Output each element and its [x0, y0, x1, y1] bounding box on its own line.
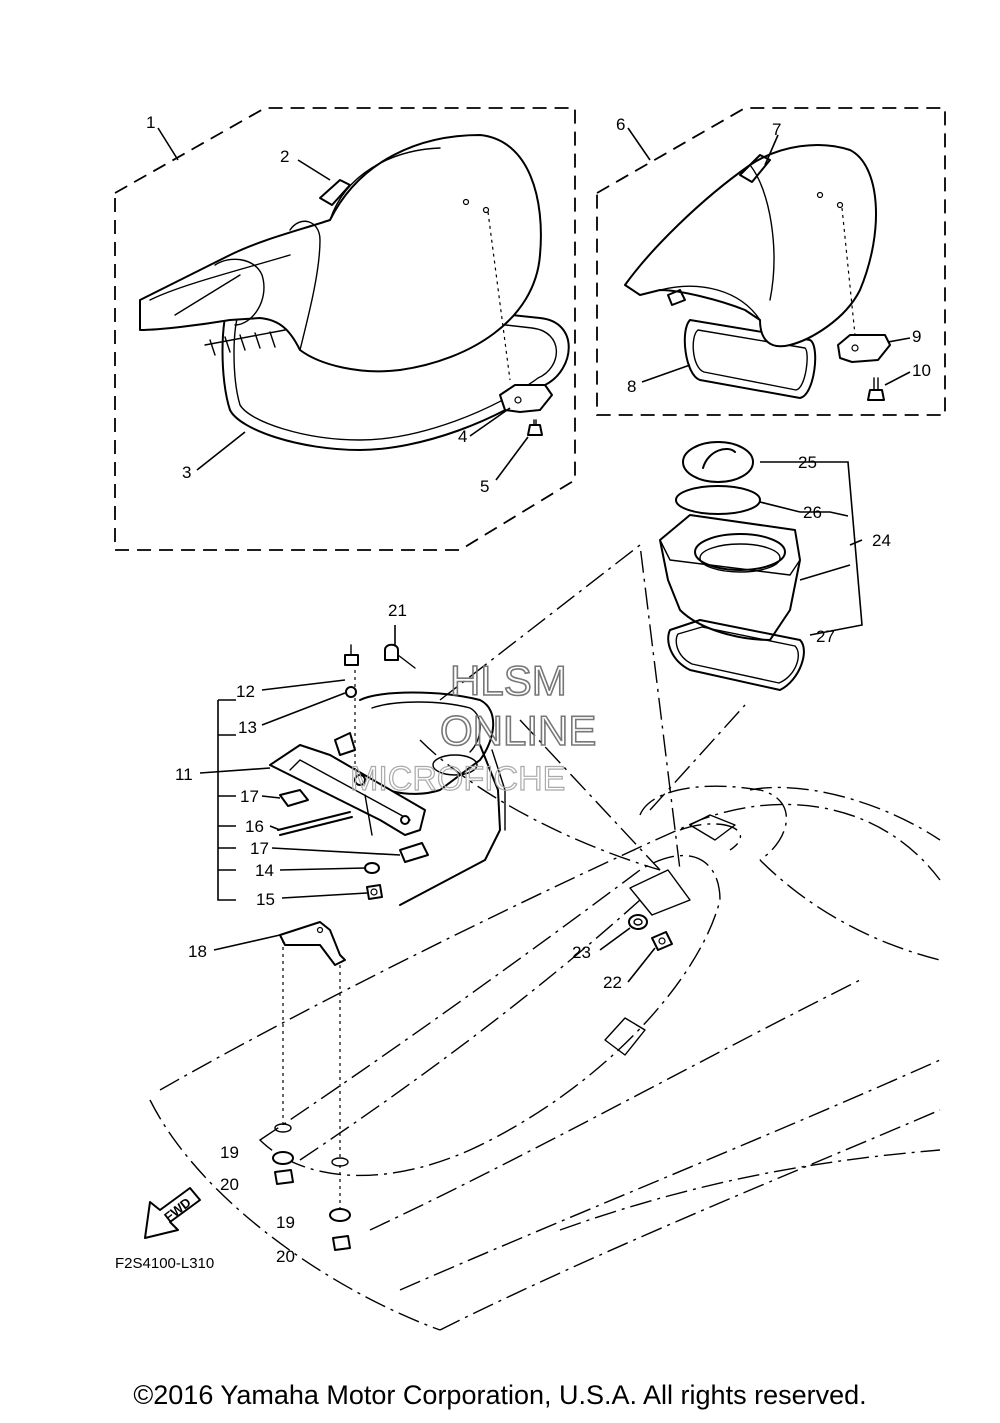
storage-lid — [682, 441, 754, 483]
callout-19b: 19 — [276, 1213, 295, 1232]
callout-22: 22 — [603, 973, 622, 992]
rear-seat-group-boundary — [596, 107, 946, 416]
callout-1: 1 — [146, 113, 155, 132]
callout-16: 16 — [245, 817, 264, 836]
latch-bracket-9 — [837, 334, 891, 363]
hull-fasteners — [628, 914, 673, 951]
callout-11: 11 — [175, 765, 193, 784]
latch-bracket-4 — [499, 384, 553, 413]
callout-21: 21 — [388, 601, 407, 620]
callout-8: 8 — [627, 377, 636, 396]
washer-19a — [272, 1151, 294, 1165]
callout-10: 10 — [912, 361, 931, 380]
callout-18: 18 — [188, 942, 207, 961]
watermark-line-2: ONLINE — [440, 707, 596, 754]
watermark: HLSM ONLINE MICROFICHE — [349, 656, 597, 798]
nut-22 — [651, 931, 673, 951]
shim-17b — [399, 842, 429, 863]
guide-lines — [282, 543, 746, 1210]
washer-14 — [364, 862, 380, 874]
nut-20b — [332, 1235, 351, 1251]
washer-23 — [628, 914, 648, 930]
callout-24: 24 — [872, 531, 891, 550]
callout-4: 4 — [458, 427, 467, 446]
callout-2: 2 — [280, 147, 289, 166]
pin-12 — [344, 654, 359, 666]
callout-5: 5 — [480, 477, 489, 496]
callout-12: 12 — [236, 682, 255, 701]
fwd-arrow: FWD — [144, 1187, 201, 1239]
seat-bracket-11 — [269, 744, 426, 836]
callout-3: 3 — [182, 463, 191, 482]
watermark-line-3: MICROFICHE — [350, 760, 565, 798]
bolt-5 — [527, 424, 543, 436]
storage-box-assembly — [659, 441, 805, 691]
front-seat-assembly — [114, 107, 576, 551]
bolt-21 — [384, 643, 399, 661]
bracket-18 — [279, 921, 346, 966]
copyright-notice: ©2016 Yamaha Motor Corporation, U.S.A. A… — [133, 1380, 867, 1410]
watermark-line-1: HLSM — [450, 657, 567, 704]
seat-bracket-assembly — [269, 643, 506, 906]
callout-6: 6 — [616, 115, 625, 134]
rear-seat-assembly — [596, 107, 946, 416]
nut-15 — [366, 884, 383, 900]
callout-7: 7 — [772, 120, 781, 139]
callout-20b: 20 — [276, 1247, 295, 1266]
storage-gasket — [667, 619, 805, 691]
callout-14: 14 — [255, 861, 274, 880]
rear-seat-cushion — [624, 144, 877, 348]
callout-26: 26 — [803, 503, 822, 522]
callout-19a: 19 — [220, 1143, 239, 1162]
rear-seat-frame — [683, 319, 817, 399]
shim-17a — [279, 789, 309, 807]
nut-20a — [274, 1169, 294, 1185]
diagram-code: F2S4100-L310 — [115, 1255, 214, 1272]
washer-19b — [329, 1208, 351, 1222]
callout-numbers: 1 2 3 4 5 6 7 8 9 10 11 12 13 14 15 16 1… — [146, 113, 931, 1266]
seat-cushion — [139, 134, 542, 373]
callout-15: 15 — [256, 890, 275, 909]
callout-20a: 20 — [220, 1175, 239, 1194]
bolt-10 — [867, 389, 885, 401]
callout-9: 9 — [912, 327, 921, 346]
callout-23: 23 — [572, 943, 591, 962]
rubber-strip-16 — [277, 811, 351, 831]
hull-outline — [149, 739, 941, 1331]
leader-lines — [157, 127, 911, 983]
callout-27: 27 — [816, 627, 835, 646]
rear-bracket-assembly — [272, 921, 351, 1251]
callout-25: 25 — [798, 453, 817, 472]
storage-lid-seal — [675, 485, 761, 515]
storage-bucket — [659, 514, 801, 641]
callout-13: 13 — [238, 718, 257, 737]
callout-17b: 17 — [250, 839, 269, 858]
washer-13 — [345, 686, 357, 698]
callout-17a: 17 — [240, 787, 259, 806]
